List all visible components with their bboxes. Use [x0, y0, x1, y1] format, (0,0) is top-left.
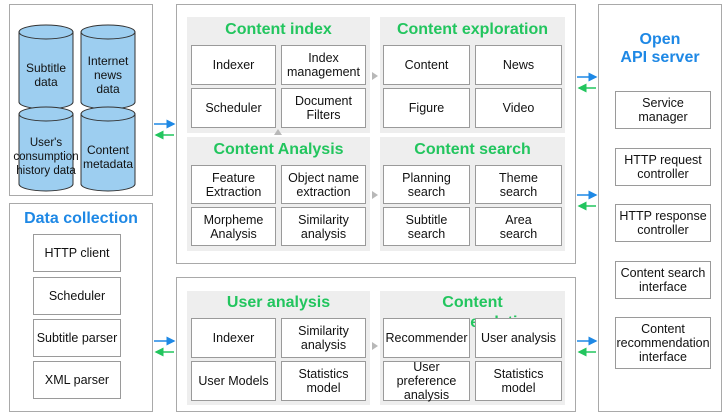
news-box: News	[475, 45, 562, 85]
service-manager-box: Service manager	[615, 91, 711, 129]
content-recommendation-group: Content recommendation Recommender User …	[380, 291, 565, 405]
http-client-box: HTTP client	[33, 234, 121, 272]
scheduler-box: Scheduler	[33, 277, 121, 315]
indexer-box: Indexer	[191, 45, 276, 85]
data-collection-panel: Data collection HTTP client Scheduler Su…	[9, 203, 153, 412]
user-preference-analysis-box: User preference analysis	[383, 360, 470, 402]
arrow-right-icon	[372, 191, 378, 199]
indexer-box: Indexer	[191, 318, 276, 358]
user-panel: User analysis Indexer Similarity analysi…	[176, 277, 576, 412]
database-icon	[80, 106, 136, 192]
object-name-extraction-box: Object name extraction	[281, 165, 366, 204]
content-analysis-group: Content Analysis Feature Extraction Obje…	[187, 137, 370, 251]
user-models-box: User Models	[191, 361, 276, 401]
database-label: Subtitle data	[25, 61, 67, 89]
content-search-title: Content search	[414, 141, 531, 158]
theme-search-box: Theme search	[475, 165, 562, 204]
document-filters-box: Document Filters	[281, 88, 366, 128]
database-label: Content metadata	[82, 143, 134, 171]
open-api-server-title: Open API server	[620, 31, 700, 66]
statistics-model-box: Statistics model	[475, 361, 562, 401]
subtitle-parser-box: Subtitle parser	[33, 319, 121, 357]
database-label: User's consumption history data	[13, 137, 79, 177]
content-panel: Content index Indexer Index management S…	[176, 4, 576, 264]
subtitle-search-box: Subtitle search	[383, 207, 470, 246]
recommender-box: Recommender	[383, 318, 470, 358]
statistics-model-box: Statistics model	[281, 361, 366, 401]
data-collection-title: Data collection	[24, 210, 138, 227]
database-icon	[80, 24, 136, 110]
figure-box: Figure	[383, 88, 470, 128]
content-analysis-title: Content Analysis	[213, 141, 344, 158]
planning-search-box: Planning search	[383, 165, 470, 204]
video-box: Video	[475, 88, 562, 128]
morpheme-analysis-box: Morpheme Analysis	[191, 207, 276, 246]
database-label: Internet news data	[87, 54, 129, 96]
content-recommendation-interface-box: Content recommendation interface	[615, 317, 711, 369]
arrow-right-icon	[372, 72, 378, 80]
xml-parser-box: XML parser	[33, 361, 121, 399]
database-internet-news-data: Internet news data	[80, 24, 136, 110]
database-subtitle-data: Subtitle data	[18, 24, 74, 110]
content-search-interface-box: Content search interface	[615, 261, 711, 299]
user-analysis-title: User analysis	[226, 294, 331, 311]
scheduler-box: Scheduler	[191, 88, 276, 128]
content-index-title: Content index	[225, 21, 332, 38]
database-consumption-history: User's consumption history data	[13, 106, 79, 192]
index-management-box: Index management	[281, 45, 366, 85]
http-request-controller-box: HTTP request controller	[615, 148, 711, 186]
area-search-box: Area search	[475, 207, 562, 246]
arrow-right-icon	[372, 342, 378, 350]
database-icon	[18, 24, 74, 110]
content-index-group: Content index Indexer Index management S…	[187, 17, 370, 133]
content-exploration-title: Content exploration	[396, 21, 549, 38]
similarity-analysis-box: Similarity analysis	[281, 207, 366, 246]
user-analysis-group: User analysis Indexer Similarity analysi…	[187, 291, 370, 405]
http-response-controller-box: HTTP response controller	[615, 204, 711, 242]
content-search-group: Content search Planning search Theme sea…	[380, 137, 565, 251]
content-box: Content	[383, 45, 470, 85]
user-analysis-box: User analysis	[475, 318, 562, 358]
open-api-server-panel: Open API server Service manager HTTP req…	[598, 4, 722, 412]
database-content-metadata: Content metadata	[80, 106, 136, 192]
arrow-up-icon	[274, 129, 282, 135]
content-exploration-group: Content exploration Content News Figure …	[380, 17, 565, 133]
similarity-analysis-box: Similarity analysis	[281, 318, 366, 358]
database-icon	[18, 106, 74, 192]
feature-extraction-box: Feature Extraction	[191, 165, 276, 204]
